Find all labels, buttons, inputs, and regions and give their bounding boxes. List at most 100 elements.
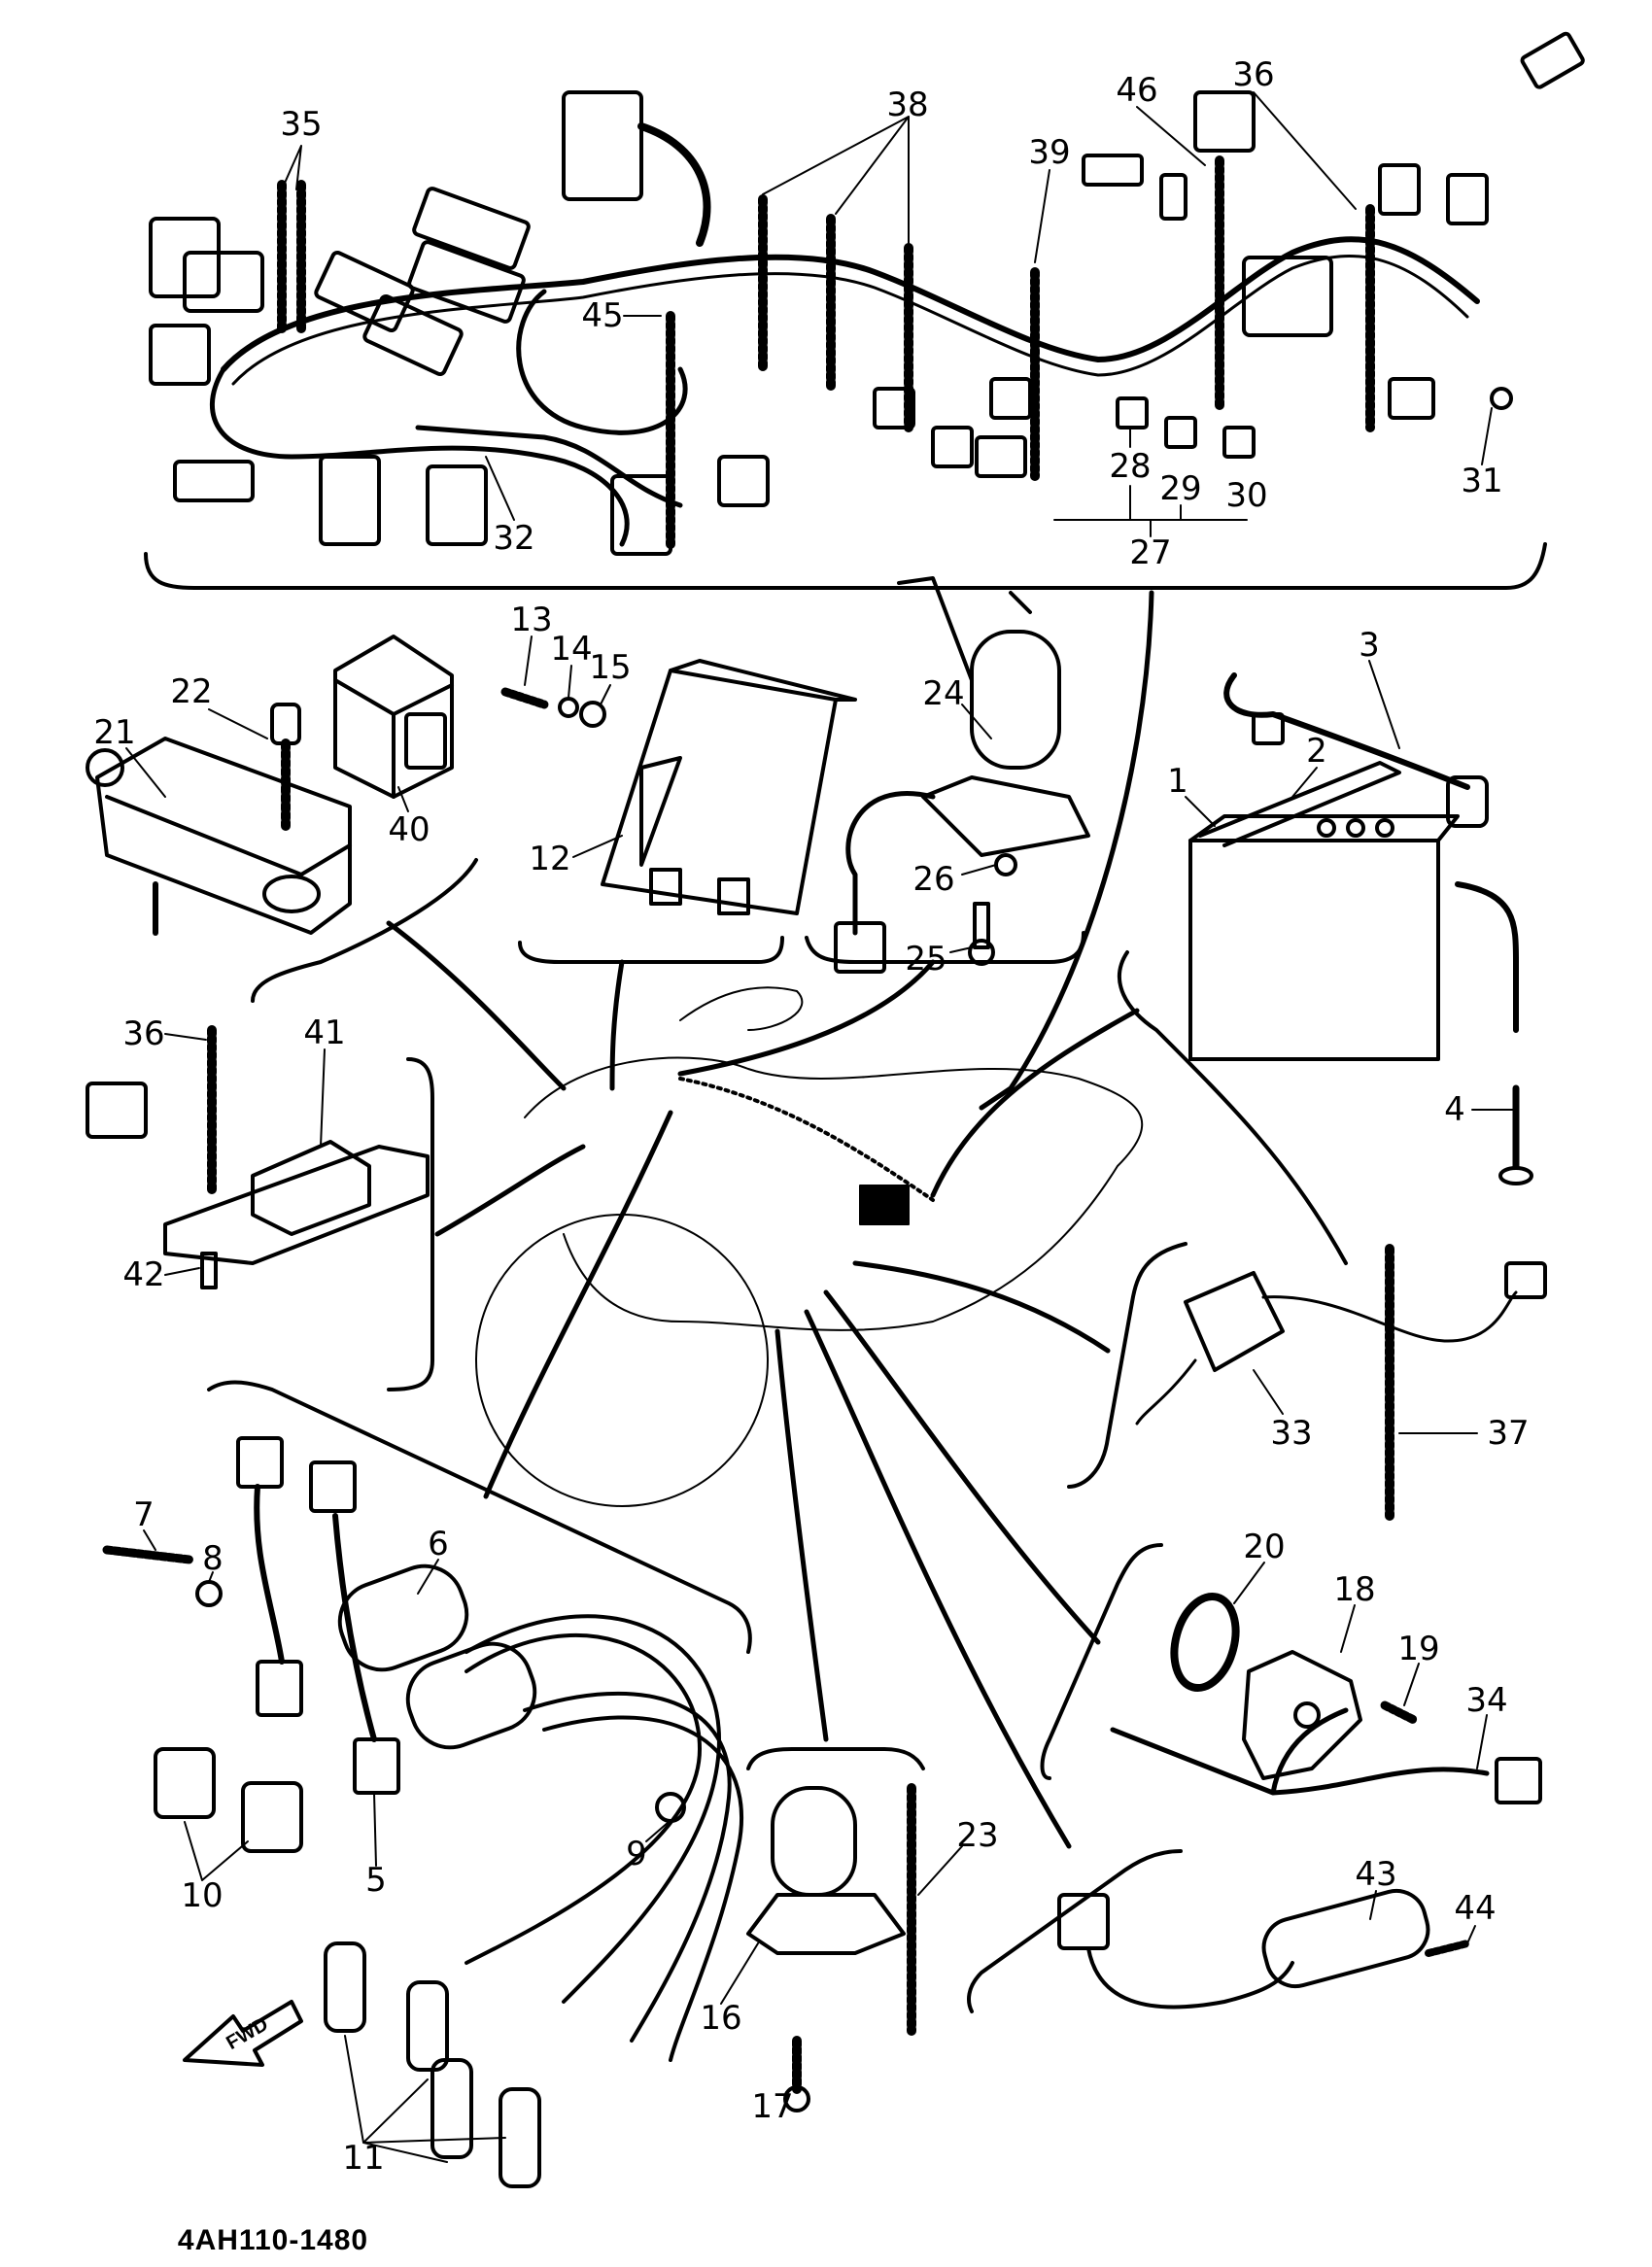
harness-branch-32 <box>415 425 683 508</box>
callout-14: 14 <box>550 630 593 669</box>
callout-7: 7 <box>133 1495 155 1534</box>
cdi-flange <box>639 756 682 867</box>
coil-ht-lead <box>465 1633 702 1965</box>
screw-44 <box>1425 1940 1471 1957</box>
rectifier-drawing <box>86 703 352 936</box>
brace-40 <box>251 858 478 1003</box>
relay-drawing <box>251 635 478 1003</box>
harness-branch-left <box>210 366 630 547</box>
neutral-switch-body <box>1242 1650 1362 1780</box>
starter-relay-drawing <box>720 1747 963 2112</box>
relay-edge <box>333 678 454 799</box>
neutral-brace <box>1040 1543 1163 1780</box>
brake-switch-plug <box>1504 1261 1547 1299</box>
pointer-cdi <box>609 959 625 1091</box>
cdi-unit-drawing <box>500 635 857 964</box>
connector-block <box>319 455 381 546</box>
bracket-27 <box>1053 485 1248 537</box>
motorcycle-outline <box>475 986 1144 1507</box>
callout-24: 24 <box>922 674 965 713</box>
callout-2: 2 <box>1306 732 1327 771</box>
leader-23 <box>917 1845 963 1896</box>
relay-plug <box>404 712 447 770</box>
leader-15 <box>600 684 611 705</box>
leader-42 <box>164 1267 200 1276</box>
rectifier-body <box>95 737 352 935</box>
pointer-ignition <box>483 1110 673 1499</box>
washer-14 <box>558 697 579 718</box>
sensor-body <box>1261 1888 1430 1989</box>
pointer-harness <box>979 590 1154 1111</box>
coil-wire <box>332 1513 377 1742</box>
pointer-battery <box>930 1008 1140 1198</box>
pointer-starter-relay <box>774 1328 829 1742</box>
callout-8: 8 <box>202 1539 224 1578</box>
fuse-29 <box>1164 416 1197 449</box>
plug-cap-11 <box>406 1980 449 2072</box>
connector-block <box>314 250 415 333</box>
wire-harness-drawing <box>144 31 1585 590</box>
brake-switch-body <box>1184 1271 1285 1372</box>
bolt-17-head <box>783 2085 810 2112</box>
neutral-switch-drawing <box>1040 1543 1542 1804</box>
callout-34: 34 <box>1465 1681 1508 1720</box>
connector-cable <box>637 122 711 247</box>
leader-12 <box>572 835 623 858</box>
cap-10 <box>241 1781 303 1853</box>
callout-44: 44 <box>1454 1889 1497 1928</box>
brake-switch-drawing <box>1067 1242 1547 1521</box>
brace-brake <box>1067 1242 1187 1489</box>
o-ring-20 <box>1170 1592 1240 1693</box>
coil-ht-lead <box>523 1691 732 2043</box>
leader-36a <box>1253 91 1357 210</box>
callout-29: 29 <box>1159 469 1202 508</box>
connector-block <box>989 377 1032 420</box>
callout-27: 27 <box>1129 533 1172 572</box>
pointer-neutral <box>823 1289 1101 1645</box>
leader-22 <box>208 708 268 739</box>
leader-7 <box>143 1529 156 1551</box>
leader-1 <box>1185 796 1216 827</box>
callout-4: 4 <box>1444 1090 1465 1129</box>
leader-35 <box>281 145 302 190</box>
callout-13: 13 <box>510 601 553 639</box>
coil-ht-lead <box>542 1715 744 2062</box>
rectifier-edge <box>105 795 352 876</box>
callout-18: 18 <box>1333 1570 1376 1609</box>
coil-plug <box>236 1436 284 1489</box>
leader-38 <box>762 116 910 244</box>
battery-cable-3-plug <box>1252 712 1285 745</box>
bracket-body <box>163 1145 430 1265</box>
battery-cable-3-terminal <box>1446 775 1489 828</box>
battery-top <box>1188 814 1460 842</box>
leader-36b <box>164 1033 207 1041</box>
connector-block <box>149 324 211 386</box>
leader-41 <box>320 1048 326 1148</box>
callout-37: 37 <box>1487 1414 1530 1453</box>
main-switch-drawing <box>805 576 1090 974</box>
tank-outline <box>679 986 804 1031</box>
callout-40: 40 <box>388 810 430 849</box>
leader-16 <box>720 1942 759 2005</box>
cdi-top <box>669 659 857 702</box>
harness-main-trunk-inner <box>231 255 1469 386</box>
washer-26 <box>994 853 1017 876</box>
ignition-coil-drawing <box>102 1380 752 2188</box>
sensor-drawing <box>967 1849 1476 2013</box>
leader-44 <box>1466 1925 1476 1944</box>
cdi-terminal <box>649 868 682 906</box>
rectifier-grommet <box>262 875 321 913</box>
screw-31 <box>1490 387 1513 410</box>
leader-11 <box>344 2035 506 2163</box>
callout-21: 21 <box>93 713 136 752</box>
brace-battery <box>1117 950 1348 1265</box>
coil-wire <box>254 1484 285 1665</box>
connector-block <box>717 455 770 507</box>
connector-block <box>426 464 488 546</box>
connector-block <box>1193 90 1256 153</box>
callout-28: 28 <box>1109 447 1152 486</box>
battery-cable-4-lug <box>1498 1166 1533 1185</box>
leader-6 <box>417 1559 439 1595</box>
